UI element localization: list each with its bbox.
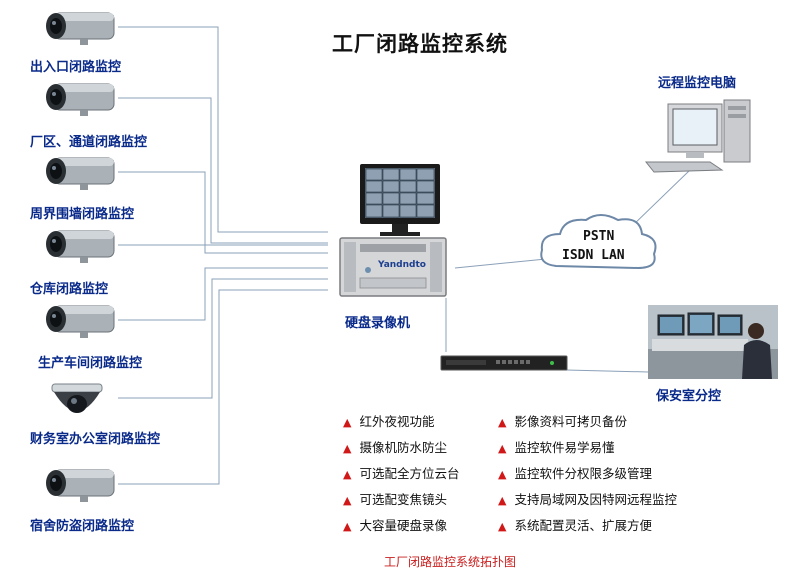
red-triangle-bullet-icon: ▲ [498,494,507,507]
red-triangle-bullet-icon: ▲ [498,468,507,481]
security-room-photo-icon [648,305,778,379]
network-label-line2: ISDN LAN [562,248,625,263]
dvr-brand-text: Yandndto [378,260,426,270]
feature-item: ▲ 摄像机防水防尘 [343,437,447,456]
camera-label: 厂区、通道闭路监控 [30,135,148,150]
dvr-label: 硬盘录像机 [345,316,411,331]
bullet-camera-icon [40,154,118,196]
wire-camera-7 [118,289,328,485]
wire-camera-5 [118,267,328,321]
feature-text: 监控软件分权限多级管理 [514,466,652,481]
dome-camera-icon [40,380,118,428]
red-triangle-bullet-icon: ▲ [343,494,352,507]
desktop-computer-icon [644,99,751,173]
camera-label: 生产车间闭路监控 [38,356,143,371]
bullet-camera-icon [40,9,118,51]
camera-label: 财务室办公室闭路监控 [30,432,161,447]
network-switch-icon [440,355,568,371]
wire-camera-3 [118,171,328,254]
feature-item: ▲ 可选配变焦镜头 [343,489,447,508]
remote-pc-label: 远程监控电脑 [658,76,737,91]
bullet-camera-icon [40,227,118,269]
bullet-camera-icon [40,80,118,122]
wire-dvr-cloud [454,257,557,269]
feature-item: ▲ 影像资料可拷贝备份 [498,411,627,430]
feature-item: ▲ 可选配全方位云台 [343,463,459,482]
feature-item: ▲ 大容量硬盘录像 [343,515,447,534]
camera-label: 出入口闭路监控 [30,60,122,75]
red-triangle-bullet-icon: ▲ [343,416,352,429]
red-triangle-bullet-icon: ▲ [343,520,352,533]
cloud-icon [540,214,657,270]
feature-text: 支持局域网及因特网远程监控 [514,492,677,507]
feature-text: 红外夜视功能 [359,414,435,429]
red-triangle-bullet-icon: ▲ [343,442,352,455]
wire-camera-2 [118,97,328,244]
red-triangle-bullet-icon: ▲ [343,468,352,481]
red-triangle-bullet-icon: ▲ [498,520,507,533]
feature-text: 影像资料可拷贝备份 [514,414,627,429]
dvr-workstation-icon [339,164,447,297]
bullet-camera-icon [40,302,118,344]
wire-switch-room [565,369,649,373]
feature-text: 系统配置灵活、扩展方便 [514,518,652,533]
camera-label: 宿舍防盗闭路监控 [30,519,135,534]
bullet-camera-icon [40,466,118,508]
red-triangle-bullet-icon: ▲ [498,416,507,429]
feature-text: 可选配变焦镜头 [359,492,447,507]
feature-text: 大容量硬盘录像 [359,518,447,533]
feature-text: 摄像机防水防尘 [359,440,447,455]
wire-camera-1 [118,26,328,233]
network-label-line1: PSTN [583,229,615,244]
camera-label: 周界围墙闭路监控 [30,207,135,222]
red-triangle-bullet-icon: ▲ [498,442,507,455]
wire-cloud-pc [627,169,691,231]
feature-item: ▲ 系统配置灵活、扩展方便 [498,515,652,534]
feature-item: ▲ 红外夜视功能 [343,411,434,430]
feature-item: ▲ 监控软件易学易懂 [498,437,614,456]
feature-item: ▲ 监控软件分权限多级管理 [498,463,652,482]
security-room-label: 保安室分控 [656,389,722,404]
feature-text: 可选配全方位云台 [359,466,460,481]
camera-label: 仓库闭路监控 [30,282,109,297]
diagram-caption: 工厂闭路监控系统拓扑图 [384,555,517,569]
feature-item: ▲ 支持局域网及因特网远程监控 [498,489,677,508]
diagram-title: 工厂闭路监控系统 [332,32,508,56]
wire-camera-6 [118,278,328,399]
feature-text: 监控软件易学易懂 [514,440,615,455]
